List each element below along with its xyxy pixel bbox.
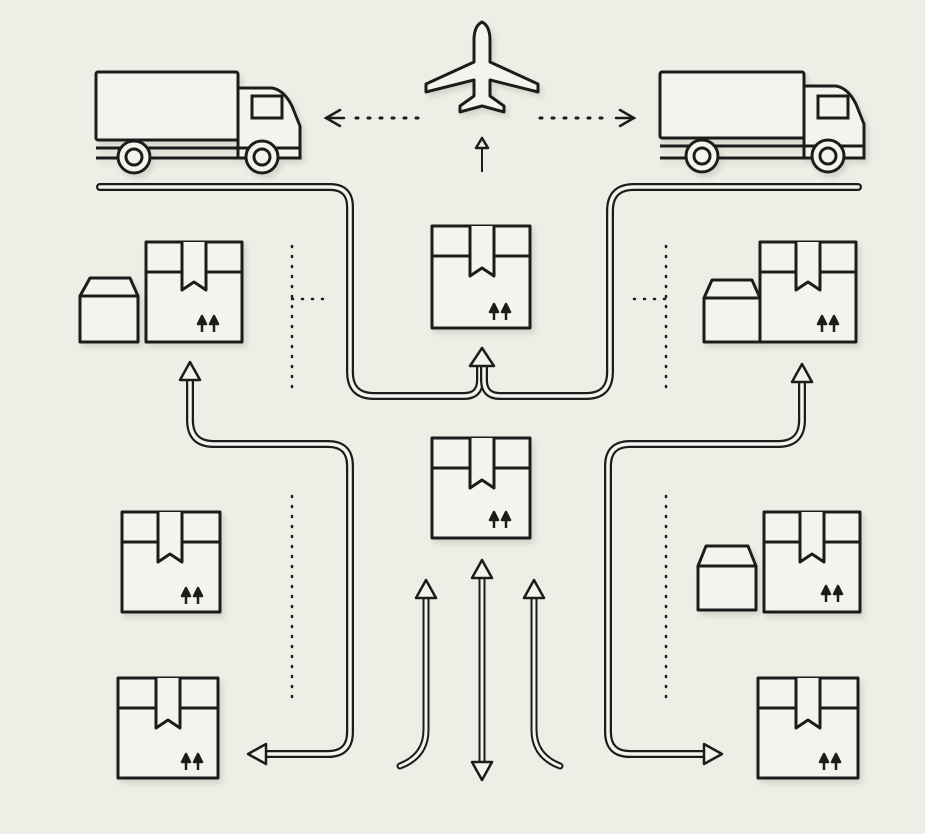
package-box-icon [758,240,858,344]
small-box-icon [702,278,762,344]
arrow-head [178,360,268,766]
flow-arrow [396,574,564,770]
this-side-up-arrows-icon [196,314,220,332]
flow-arrow [604,374,806,758]
this-side-up-arrows-icon [818,752,842,770]
truck-icon [658,70,866,174]
package-box-icon [144,240,244,344]
dotted-arrow [538,108,637,128]
package-box-icon [430,224,532,330]
this-side-up-arrows-icon [820,584,844,602]
this-side-up-arrows-icon [488,510,512,528]
small-box-icon [696,544,758,612]
flow-arrow [96,183,862,400]
this-side-up-arrows-icon [488,302,512,320]
package-box-icon [756,676,860,780]
flow-arrow [186,372,354,758]
small-box-icon [78,276,140,344]
package-box-icon [762,510,862,614]
this-side-up-arrows-icon [180,752,204,770]
truck-icon [94,70,302,175]
small-up-arrow [474,136,490,172]
arrow-head [414,558,546,782]
package-box-icon [430,436,532,540]
dotted-guide-line [290,244,668,702]
this-side-up-arrows-icon [180,586,204,604]
arrow-head [702,362,814,766]
this-side-up-arrows-icon [816,314,840,332]
arrow-head [468,346,496,368]
airplane-icon [424,20,540,114]
dotted-arrow [323,108,422,128]
package-box-icon [116,676,220,780]
package-box-icon [120,510,222,614]
